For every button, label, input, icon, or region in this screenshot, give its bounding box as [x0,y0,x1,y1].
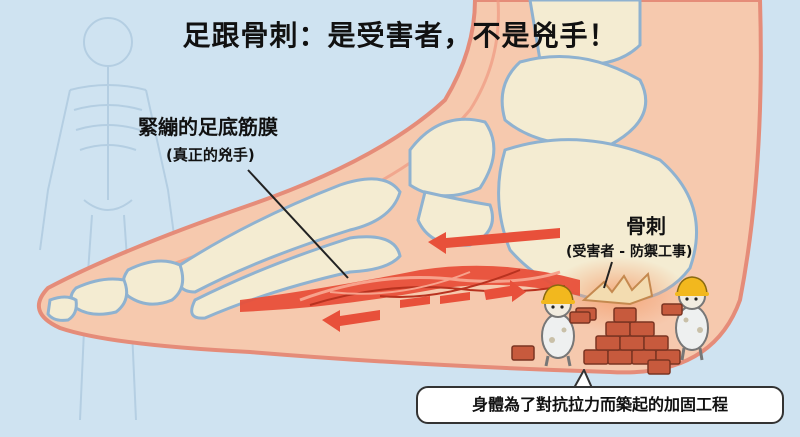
worker-right-icon [661,276,709,361]
tension-arrow-icon [428,228,560,254]
tension-arrow-icon [322,310,380,332]
plantar-fascia [240,265,580,312]
fascia-label: 緊繃的足底筋膜 [138,115,278,139]
heel-spur [581,271,654,306]
tension-arrows [322,228,560,332]
caption-bubble-tail [573,369,593,389]
caption-text: 身體為了對抗拉力而築起的加固工程 [471,395,728,414]
spur-leader-line [603,261,613,289]
spur-sublabel: (受害者 - 防禦工事) [566,244,693,260]
worker-left-icon [541,284,591,367]
fascia-leader-line [247,169,349,279]
fascia-sublabel: (真正的兇手) [166,146,255,164]
tension-arrow-icon [484,280,526,302]
page-title: 足跟骨刺：是受害者，不是兇手！ [182,19,618,52]
caption-bubble: 身體為了對抗拉力而築起的加固工程 [416,386,784,424]
skeleton-silhouette-icon [39,17,177,421]
brick-wall-icon [511,307,681,375]
spur-label: 骨刺 [626,214,666,238]
